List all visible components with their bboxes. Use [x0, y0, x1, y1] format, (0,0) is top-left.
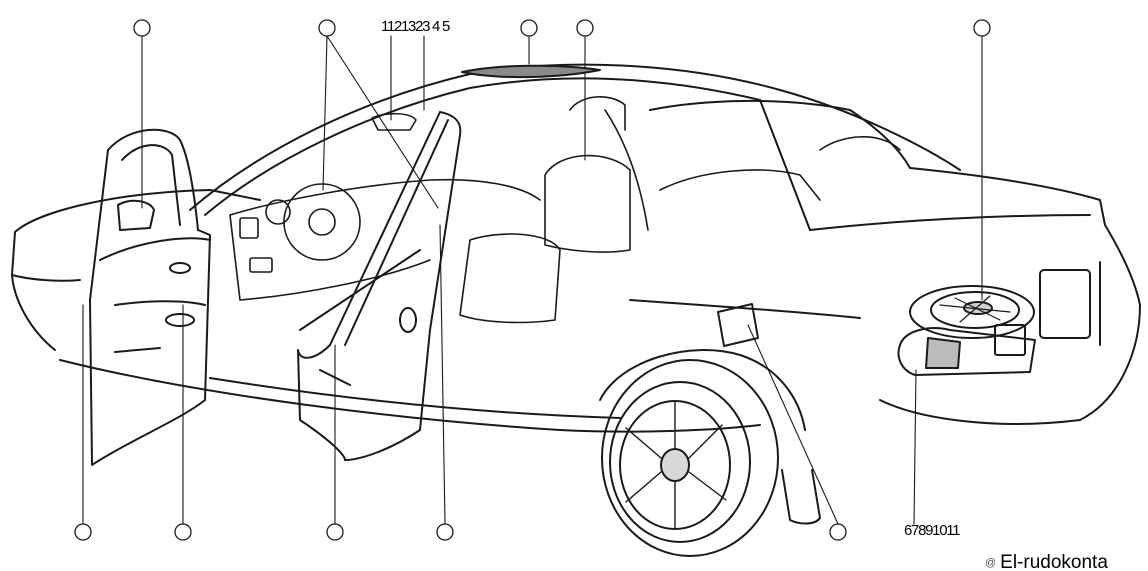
callout-numbers-bottom: 67891011: [904, 523, 959, 538]
car-body: [12, 65, 1140, 432]
callout-circle: [577, 20, 593, 36]
callout-circle: [175, 524, 191, 540]
callout-circle: [974, 20, 990, 36]
callout-circle: [327, 524, 343, 540]
callout-circle: [521, 20, 537, 36]
window-switch-shape: [166, 314, 194, 326]
door-handle-shape: [170, 263, 190, 273]
front-door-open: [90, 130, 210, 465]
steering-wheel-shape: [284, 184, 360, 260]
caption-label: @ El-rudokonta: [985, 553, 1108, 571]
callout-circle: [134, 20, 150, 36]
interior: [230, 97, 900, 323]
caption-mark-icon: @: [985, 557, 996, 569]
callout-numbers-top: 1121323 4 5: [381, 19, 449, 34]
callout-circle: [75, 524, 91, 540]
callout-circles-bottom: [75, 524, 846, 540]
callout-circle: [319, 20, 335, 36]
spare-tire: [899, 270, 1090, 375]
callout-circle: [437, 524, 453, 540]
callout-circle: [830, 524, 846, 540]
caption-text: El-rudokonta: [1000, 552, 1108, 571]
callout-circles-top: [134, 20, 990, 36]
